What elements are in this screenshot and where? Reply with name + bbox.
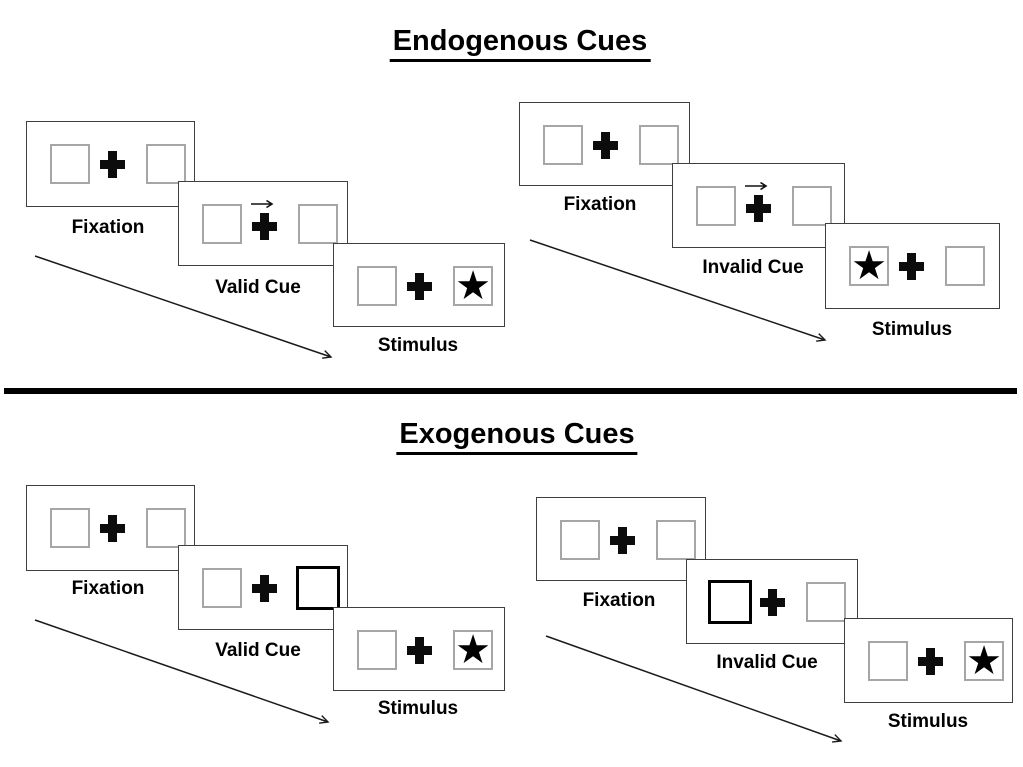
left-box xyxy=(357,266,397,306)
stimulus-label: Stimulus xyxy=(377,335,459,356)
exogenous-invalid-cue-panel xyxy=(686,559,858,644)
timeline-arrow xyxy=(529,239,827,342)
fixation-cross-icon xyxy=(407,273,432,300)
fixation-cross-icon xyxy=(918,648,943,675)
right-box xyxy=(146,508,186,548)
fixation-cross-icon xyxy=(100,151,125,178)
cue-arrow-icon xyxy=(745,181,768,191)
right-box xyxy=(146,144,186,184)
right-box xyxy=(656,520,696,560)
left-box xyxy=(202,568,242,608)
stimulus-label: Stimulus xyxy=(377,698,459,719)
left-box-highlighted xyxy=(708,580,752,624)
fixation-cross-icon xyxy=(252,575,277,602)
cue-label: Valid Cue xyxy=(215,277,301,298)
exogenous-invalid-stimulus-panel: ★ xyxy=(844,618,1013,703)
timeline-arrow xyxy=(545,635,843,743)
timeline-arrow xyxy=(34,255,333,359)
fixation-cross-icon xyxy=(899,253,924,280)
fixation-label: Fixation xyxy=(71,217,145,238)
target-star-icon: ★ xyxy=(966,638,1002,684)
target-star-icon: ★ xyxy=(455,263,491,309)
endogenous-invalid-fixation-panel xyxy=(519,102,690,186)
fixation-label: Fixation xyxy=(582,590,656,611)
right-box xyxy=(945,246,985,286)
fixation-cross-icon xyxy=(407,637,432,664)
fixation-label: Fixation xyxy=(563,194,637,215)
endogenous-valid-cue-panel xyxy=(178,181,348,266)
endogenous-valid-stimulus-panel: ★ xyxy=(333,243,505,327)
right-box: ★ xyxy=(453,630,493,670)
left-box xyxy=(543,125,583,165)
right-box xyxy=(792,186,832,226)
right-box xyxy=(298,204,338,244)
exogenous-valid-stimulus-panel: ★ xyxy=(333,607,505,691)
stimulus-label: Stimulus xyxy=(871,319,953,340)
fixation-cross-icon xyxy=(746,195,771,222)
left-box xyxy=(357,630,397,670)
right-box: ★ xyxy=(964,641,1004,681)
section-divider xyxy=(4,388,1017,394)
fixation-label: Fixation xyxy=(71,578,145,599)
left-box xyxy=(50,508,90,548)
cue-label: Invalid Cue xyxy=(702,257,804,278)
exogenous-valid-fixation-panel xyxy=(26,485,195,571)
endogenous-invalid-stimulus-panel: ★ xyxy=(825,223,1000,309)
endogenous-invalid-cue-panel xyxy=(672,163,845,248)
exogenous-section-title: Exogenous Cues xyxy=(396,418,638,456)
right-box xyxy=(806,582,846,622)
cue-label: Invalid Cue xyxy=(716,652,818,673)
endogenous-valid-fixation-panel xyxy=(26,121,195,207)
fixation-cross-icon xyxy=(100,515,125,542)
fixation-cross-icon xyxy=(593,132,618,159)
right-box: ★ xyxy=(453,266,493,306)
left-box: ★ xyxy=(849,246,889,286)
left-box xyxy=(868,641,908,681)
cue-arrow-icon xyxy=(251,199,274,209)
right-box xyxy=(639,125,679,165)
fixation-cross-icon xyxy=(760,589,785,616)
endogenous-section-title: Endogenous Cues xyxy=(389,25,651,63)
left-box xyxy=(560,520,600,560)
fixation-cross-icon xyxy=(610,527,635,554)
stimulus-label: Stimulus xyxy=(887,711,969,732)
exogenous-invalid-fixation-panel xyxy=(536,497,706,581)
left-box xyxy=(202,204,242,244)
exogenous-valid-cue-panel xyxy=(178,545,348,630)
left-box xyxy=(696,186,736,226)
right-box-highlighted xyxy=(296,566,340,610)
timeline-arrow xyxy=(34,619,330,724)
fixation-cross-icon xyxy=(252,213,277,240)
cue-label: Valid Cue xyxy=(215,640,301,661)
target-star-icon: ★ xyxy=(455,627,491,673)
left-box xyxy=(50,144,90,184)
target-star-icon: ★ xyxy=(851,243,887,289)
